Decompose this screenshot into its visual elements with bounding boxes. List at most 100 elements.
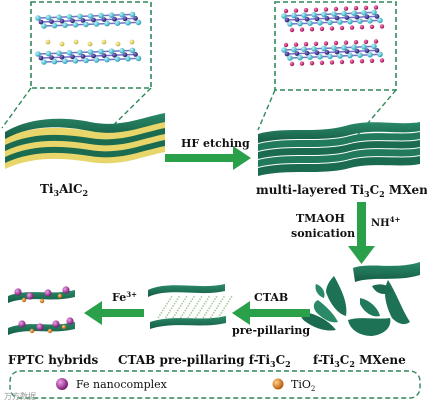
carbon-atom <box>122 52 128 58</box>
titanium-atom <box>62 58 68 64</box>
fptc-hybrid-sheets <box>8 286 75 335</box>
titanium-atom <box>129 47 136 54</box>
carbon-atom <box>344 15 350 20</box>
fe-nanocomplex-particle <box>66 317 74 325</box>
carbon-atom <box>80 54 86 59</box>
carbon-atom <box>314 16 320 22</box>
ctab-chain <box>209 295 226 319</box>
titanium-atom <box>125 56 131 62</box>
carbon-atom <box>294 51 300 56</box>
titanium-atom <box>357 18 363 25</box>
titanium-atom <box>317 54 323 60</box>
termination-atom <box>349 25 355 30</box>
tmaoh-sonication-arrow <box>348 202 375 264</box>
fe-nanocomplex-particle <box>62 286 70 294</box>
ctab-chain <box>157 295 173 319</box>
titanium-atom <box>337 19 343 25</box>
ctab-label: CTAB <box>254 291 288 304</box>
termination-atom <box>289 27 295 33</box>
termination-atom <box>289 61 295 67</box>
pre-pillaring-label: pre-pillaring <box>232 324 310 337</box>
carbon-atom <box>70 18 75 24</box>
titanium-atom <box>331 45 337 51</box>
carbon-atom <box>334 15 340 21</box>
termination-atom <box>283 42 289 48</box>
aluminum-atom <box>101 39 107 45</box>
carbon-atom <box>294 17 300 22</box>
aluminum-atom <box>129 39 135 45</box>
titanium-atom <box>35 51 41 57</box>
delaminated-flakes <box>301 262 420 336</box>
titanium-atom <box>367 52 373 58</box>
titanium-atom <box>361 10 367 16</box>
fe3-arrow <box>84 301 144 325</box>
tio2-particle <box>21 297 27 303</box>
ti3alc2-slab <box>5 113 165 169</box>
nh4-label: NH4+ <box>371 215 400 229</box>
carbon-atom <box>324 50 330 55</box>
ctab-chain <box>179 295 196 319</box>
zoom-box-ti3alc2 <box>1 1 152 161</box>
termination-atom <box>363 5 369 10</box>
termination-atom <box>323 41 329 46</box>
titanium-atom <box>291 12 297 19</box>
termination-atom <box>333 6 339 12</box>
titanium-atom <box>62 22 68 29</box>
carbon-atom <box>133 52 138 57</box>
carbon-atom <box>59 18 65 24</box>
multilayer-mxene-label: multi-layered Ti3C2 MXene <box>256 183 427 199</box>
tio2-legend-label: TiO2 <box>291 378 315 393</box>
titanium-atom <box>367 18 373 24</box>
termination-atom <box>299 27 305 32</box>
carbon-atom <box>354 14 360 20</box>
termination-atom <box>303 42 309 47</box>
termination-atom <box>313 41 319 46</box>
termination-atom <box>369 58 375 63</box>
carbon-atom <box>364 14 370 20</box>
titanium-atom <box>66 50 73 56</box>
titanium-atom <box>311 12 317 18</box>
carbon-atom <box>122 16 128 22</box>
titanium-atom <box>98 48 104 55</box>
carbon-atom <box>80 18 86 23</box>
titanium-atom <box>104 20 110 27</box>
carbon-atom <box>374 48 380 53</box>
aluminum-atom <box>59 41 65 47</box>
carbon-atom <box>314 50 320 56</box>
termination-atom <box>329 60 335 65</box>
titanium-atom <box>41 59 47 65</box>
titanium-atom <box>311 46 317 52</box>
fe-nanocomplex-particle <box>14 288 22 296</box>
ctab-chain <box>217 295 233 319</box>
titanium-atom <box>347 18 353 25</box>
titanium-atom <box>98 12 104 19</box>
titanium-atom <box>72 22 79 28</box>
titanium-atom <box>287 21 293 27</box>
carbon-atom <box>354 48 360 54</box>
termination-atom <box>373 39 379 44</box>
titanium-atom <box>108 12 115 18</box>
titanium-atom <box>281 47 287 53</box>
titanium-atom <box>281 13 287 19</box>
fe3-label: Fe3+ <box>112 290 137 304</box>
ctab-molecules <box>157 295 233 319</box>
ctab-chain <box>164 295 181 319</box>
titanium-atom <box>104 56 110 63</box>
carbon-atom <box>70 54 75 60</box>
titanium-atom <box>371 43 377 50</box>
termination-atom <box>339 25 345 31</box>
titanium-atom <box>93 57 100 63</box>
termination-atom <box>343 6 349 11</box>
aluminum-atom <box>115 41 121 47</box>
titanium-atom <box>337 53 343 59</box>
fe-nanocomplex-particle <box>52 320 60 328</box>
aluminum-atom <box>73 39 79 45</box>
sonication-label: sonication <box>291 227 355 240</box>
titanium-atom <box>45 50 52 57</box>
titanium-atom <box>129 11 136 18</box>
termination-atom <box>333 40 339 46</box>
titanium-atom <box>93 21 100 27</box>
ti3alc2-label: Ti3AlC2 <box>40 182 88 198</box>
ctab-prepillared-label: CTAB pre-pillaring f-Ti3C2 <box>118 353 291 369</box>
carbon-atom <box>49 19 54 24</box>
